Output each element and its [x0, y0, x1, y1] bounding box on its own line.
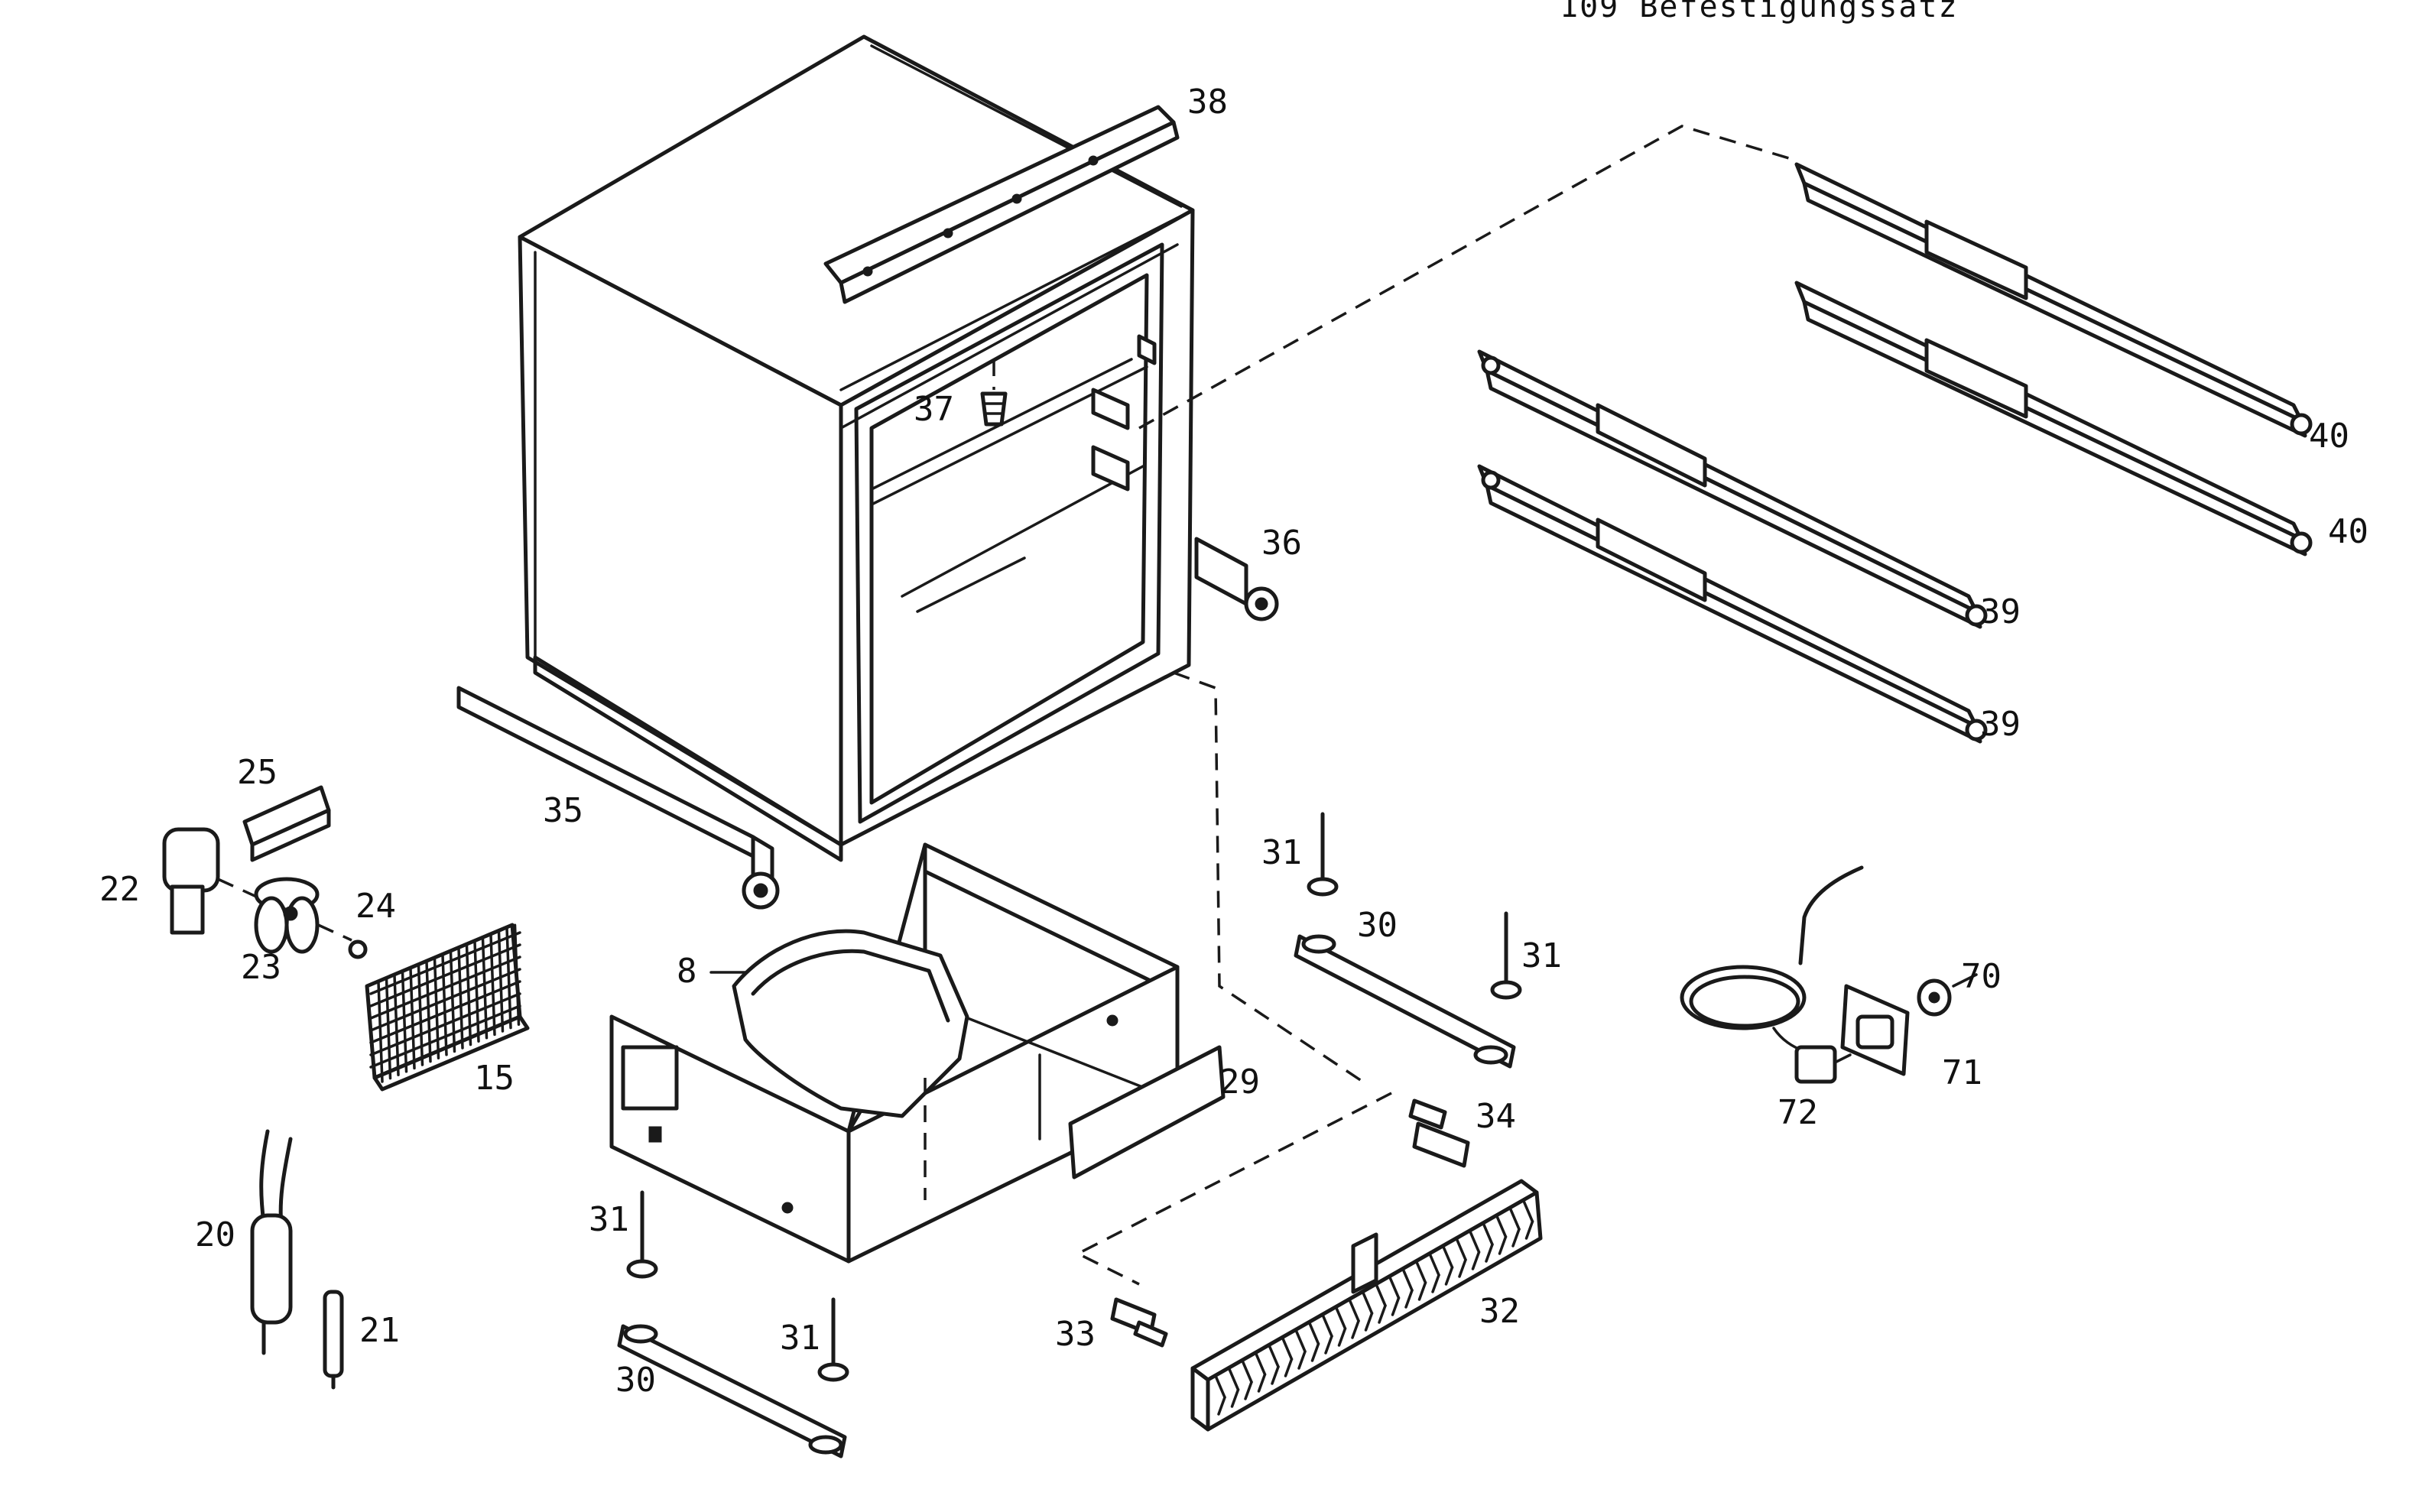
callout-39-bottom: 39 [1980, 705, 2021, 744]
callout-15: 15 [474, 1059, 515, 1098]
callout-25: 25 [237, 753, 278, 792]
callout-23: 23 [241, 948, 281, 987]
part-15-condenser [365, 923, 530, 1092]
callout-8: 8 [677, 952, 697, 991]
part-38-top-rail [823, 105, 1180, 304]
callout-29: 29 [1219, 1063, 1260, 1102]
part-40-slide-rail-bottom [1794, 281, 2313, 556]
part-72-switch [1794, 1045, 1852, 1084]
leader-70 [1952, 973, 1978, 988]
part-31-screw-c [626, 1190, 658, 1279]
part-22-motor [162, 827, 352, 942]
callout-31-a: 31 [1261, 833, 1302, 872]
callout-21: 21 [359, 1311, 400, 1350]
part-8-drawer-tray [732, 929, 969, 1200]
part-34-clip [1408, 1098, 1470, 1168]
part-21-sensor-pin [323, 1290, 344, 1390]
part-24-nut [348, 939, 368, 959]
callout-22: 22 [99, 870, 140, 909]
callout-37: 37 [914, 390, 954, 429]
leader-to-grille [1075, 1092, 1392, 1286]
callout-39-top: 39 [1980, 592, 2021, 631]
part-71-knob-housing [1840, 984, 1910, 1076]
part-30-foot-lower [617, 1324, 847, 1458]
leader-to-base [1173, 671, 1369, 1087]
part-70-knob [1917, 978, 1952, 1017]
callout-35: 35 [543, 791, 583, 830]
callout-32: 32 [1479, 1292, 1520, 1331]
part-31-screw-a [1307, 812, 1339, 897]
part-35-bottom-rail [456, 686, 780, 910]
part-40-slide-rail-top [1794, 162, 2313, 438]
part-33-clip [1110, 1297, 1168, 1348]
part-coil-capillary [1680, 865, 1864, 1053]
part-23-fan-blade [254, 877, 320, 954]
part-25-bracket [242, 785, 331, 862]
part-20-capillary-tube [250, 1129, 293, 1355]
callout-40-top: 40 [2309, 417, 2349, 456]
callout-30-a: 30 [1357, 906, 1398, 945]
part-29-front-panel [1068, 1045, 1226, 1179]
callout-31-d: 31 [780, 1319, 820, 1358]
callout-70: 70 [1961, 957, 2002, 996]
part-37-plug [980, 359, 1008, 427]
callout-30-b: 30 [615, 1361, 656, 1400]
callout-40-bottom: 40 [2328, 512, 2368, 551]
callout-71: 71 [1942, 1053, 1982, 1092]
callout-31-c: 31 [589, 1200, 629, 1239]
inner-brackets [1091, 334, 1157, 492]
callout-36: 36 [1261, 524, 1302, 563]
part-39-slide-rail-bottom [1477, 464, 1988, 744]
part-39-slide-rail-top [1477, 349, 1988, 629]
part-31-screw-d [817, 1297, 849, 1382]
leader-to-rails [1138, 125, 1797, 430]
callout-38: 38 [1187, 83, 1228, 122]
header-text: 109 Befestigungssatz [1560, 0, 1959, 24]
callout-31-b: 31 [1521, 936, 1562, 975]
drawer-box [609, 842, 1180, 1264]
part-31-screw-b [1490, 911, 1522, 1000]
callout-33: 33 [1055, 1315, 1096, 1354]
callout-24: 24 [356, 887, 396, 926]
callout-34: 34 [1476, 1097, 1516, 1136]
part-30-foot-upper [1294, 934, 1516, 1069]
callout-20: 20 [195, 1215, 235, 1254]
part-32-grille [1190, 1179, 1543, 1432]
callout-72: 72 [1778, 1093, 1818, 1132]
cabinet-housing [518, 34, 1195, 862]
part-36-hinge [1194, 537, 1279, 621]
